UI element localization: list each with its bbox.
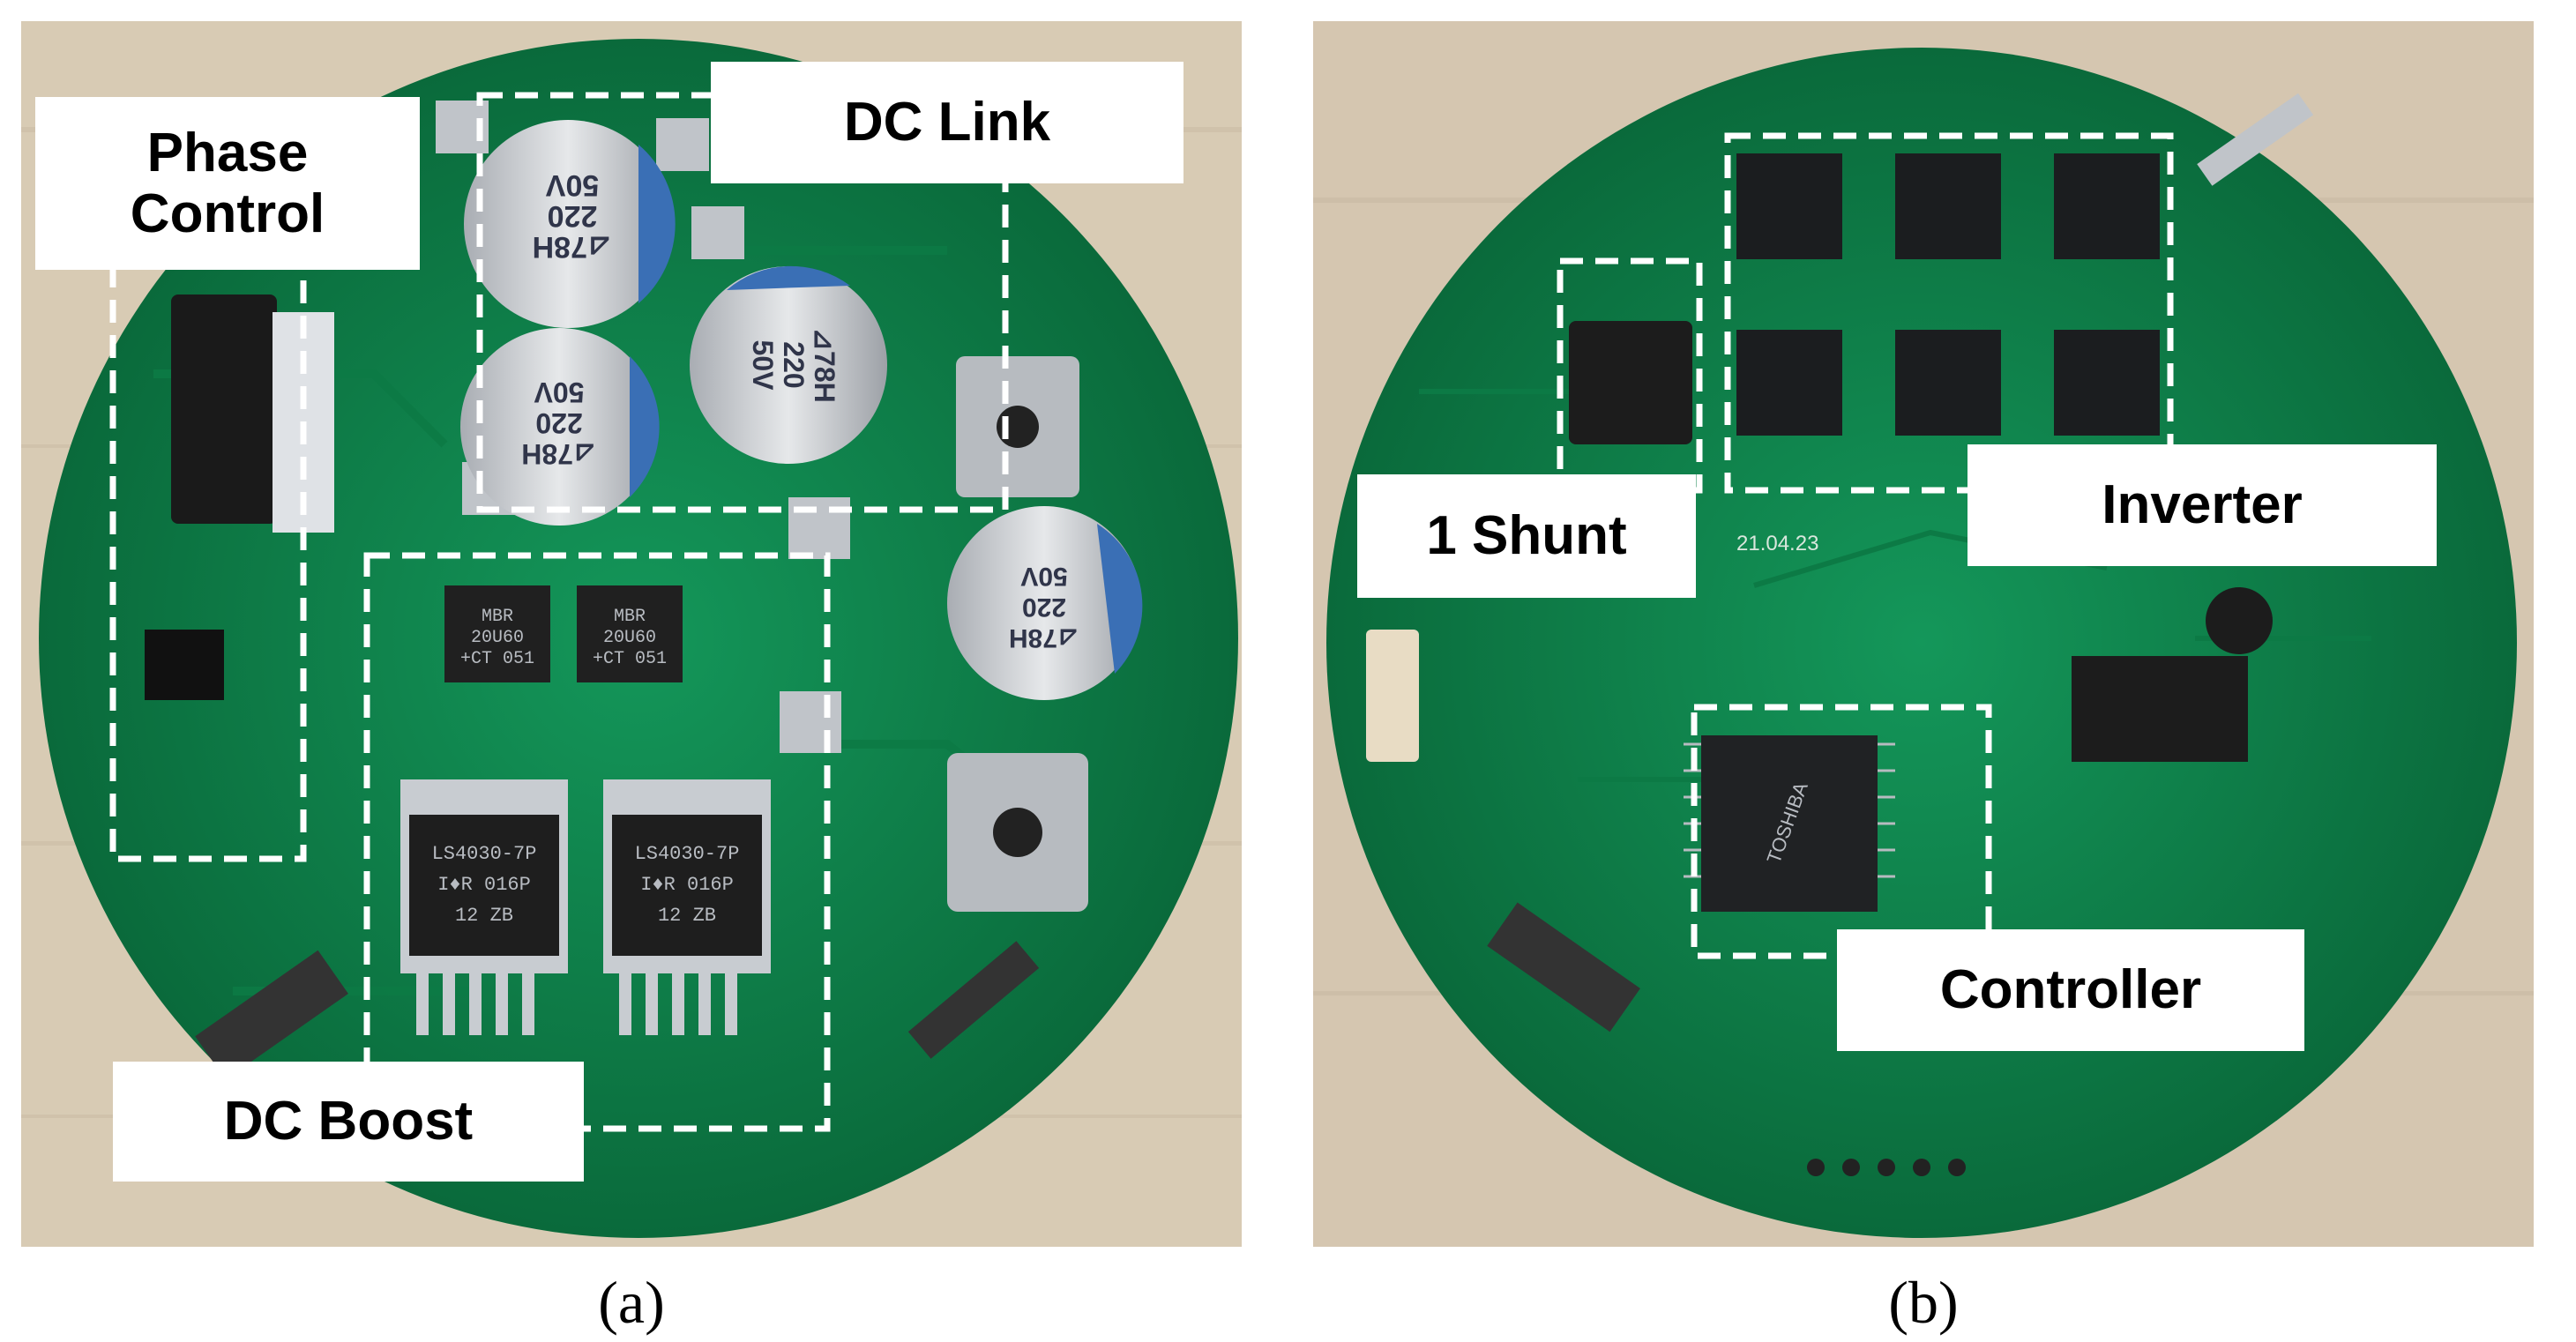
diode1-mark-2: 20U60 [471, 628, 524, 648]
gate-driver-ic [2072, 656, 2248, 762]
diode2-mark-3: +CT 051 [593, 649, 667, 669]
diode1-mark-3: +CT 051 [460, 649, 534, 669]
optocoupler-chip [145, 630, 224, 700]
diode1-mark-1: MBR [482, 607, 513, 627]
diode-2 [577, 585, 683, 682]
cap4-mark-1: ⊿78H [1009, 623, 1079, 652]
capacitor-2 [460, 328, 660, 526]
dc-boost-box [363, 552, 831, 1132]
cap3-mark-2: 220 [778, 341, 810, 388]
caption-b: (b) [1888, 1269, 1959, 1336]
pin-header-right [907, 941, 1040, 1059]
cap4-mark-3: 50V [1020, 562, 1067, 591]
capacitor-1 [464, 120, 676, 328]
diode2-mark-2: 20U60 [603, 628, 656, 648]
inverter-box [1724, 132, 2174, 494]
cap3-mark-3: 50V [747, 340, 779, 391]
cap2-mark-2: 220 [535, 407, 582, 439]
capacitor-3 [690, 265, 887, 464]
cap4-mark-2: 220 [1022, 593, 1066, 622]
cap1-mark-1: ⊿78H [533, 230, 613, 264]
jst-connector-left [1366, 630, 1419, 762]
diode-1 [444, 585, 550, 682]
cap1-mark-2: 220 [548, 199, 598, 233]
silk-date: 21.04.23 [1736, 532, 1818, 555]
photo-panel-a: ⊿78H 220 50V ⊿78H 220 50V ⊿78H 220 50V ⊿… [21, 21, 1242, 1247]
dc-link-label: DC Link [711, 62, 1183, 183]
capacitor-4 [947, 506, 1143, 700]
cap2-mark-3: 50V [534, 377, 585, 408]
cap2-mark-1: ⊿78H [521, 438, 597, 470]
mcu-chip [1701, 735, 1878, 912]
pcb-b-illustration: TOSHIBA 21.04.23 [1313, 48, 2534, 1238]
mosfet1-mark-1: LS4030-7P [432, 843, 537, 865]
mosfet2-mark-3: 12 ZB [658, 905, 716, 927]
controller-label: Controller [1837, 929, 2304, 1051]
cap3-mark-1: ⊿78H [809, 327, 840, 403]
mosfet2-mark-2: I♦R 016P [640, 874, 734, 896]
phase-control-label: Phase Control [35, 97, 420, 270]
mosfet-2 [612, 815, 762, 956]
mosfet-pins [416, 973, 737, 1035]
pcb-a-illustration: ⊿78H 220 50V ⊿78H 220 50V ⊿78H 220 50V ⊿… [21, 39, 1242, 1238]
mosfet2-mark-1: LS4030-7P [635, 843, 740, 865]
photo-panel-b: TOSHIBA 21.04.23 1 Shunt Inverter Contro… [1313, 21, 2534, 1247]
pin-header-top-right [2197, 93, 2314, 186]
one-shunt-label: 1 Shunt [1357, 474, 1696, 598]
phase-control-box [109, 256, 307, 862]
dc-boost-label: DC Boost [113, 1062, 584, 1182]
mosfet1-mark-2: I♦R 016P [437, 874, 531, 896]
inverter-label: Inverter [1967, 444, 2437, 566]
shunt-resistor [1569, 321, 1692, 444]
pin-header [195, 950, 348, 1080]
mounting-holes [1807, 1159, 1966, 1176]
cap1-mark-3: 50V [545, 168, 599, 202]
inverter-mosfets [1736, 153, 2160, 436]
diode2-mark-1: MBR [614, 607, 646, 627]
mosfet1-mark-3: 12 ZB [455, 905, 513, 927]
inductor-3r3 [2206, 587, 2273, 654]
mosfet-1 [409, 815, 559, 956]
caption-a: (a) [598, 1269, 665, 1336]
bridge-rectifier [171, 294, 277, 524]
pin-header-b [1487, 902, 1640, 1033]
